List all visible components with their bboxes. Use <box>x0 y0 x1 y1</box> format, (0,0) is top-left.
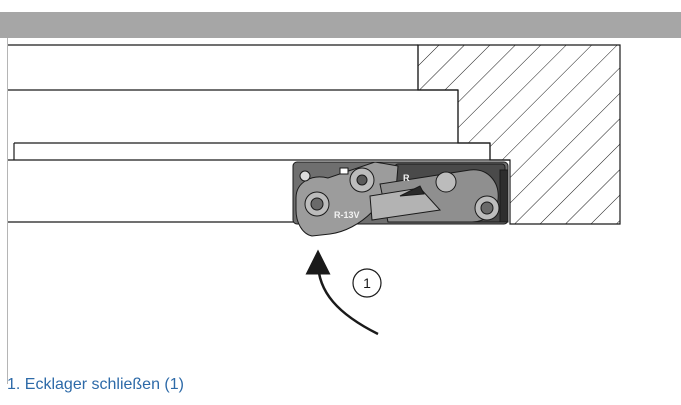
window-profile-lines <box>8 44 510 223</box>
rotation-arrow <box>305 249 379 336</box>
callout-number: 1 <box>363 275 371 291</box>
corner-hinge <box>292 161 509 237</box>
header-band <box>0 12 681 38</box>
instruction-caption: 1. Ecklager schließen (1) <box>7 376 184 393</box>
left-margin-rule <box>7 38 8 384</box>
hinge-side-label: R <box>403 173 410 183</box>
callout-circle <box>352 268 382 298</box>
hinge-model-label: R-13V <box>334 210 360 220</box>
